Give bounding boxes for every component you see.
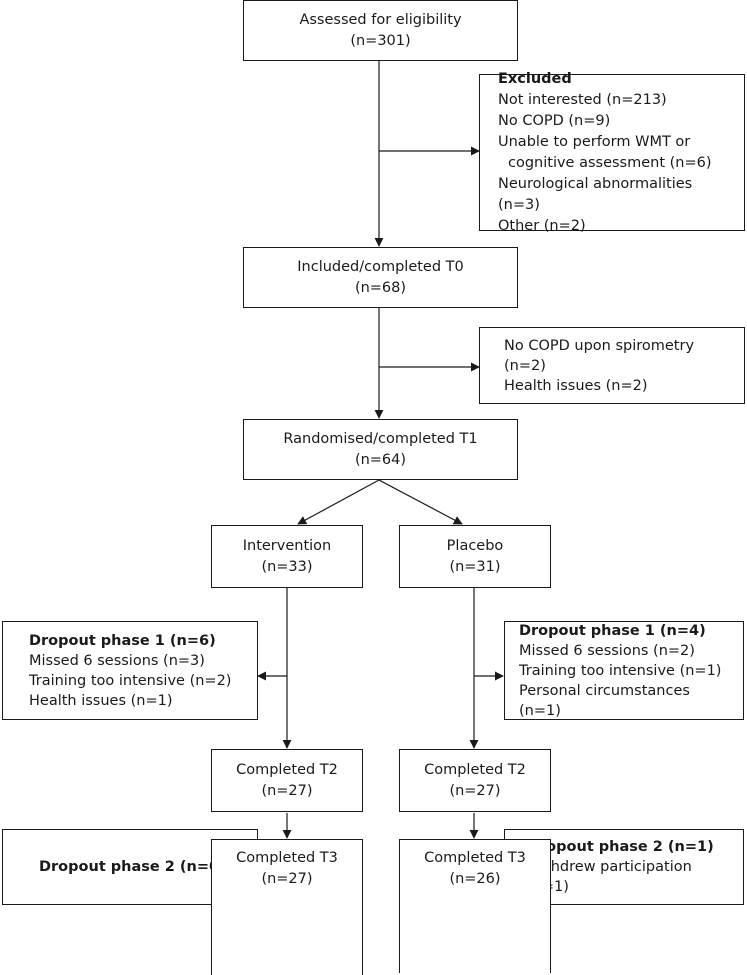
- arrow-to-intervention: [297, 479, 380, 525]
- t2-plc-title: Completed T2: [424, 761, 526, 778]
- placebo-count: (n=31): [449, 558, 501, 575]
- intervention-title: Intervention: [242, 537, 332, 554]
- t2-placebo-box: Completed T2 (n=27): [399, 749, 551, 812]
- included-box: Included/completed T0 (n=68): [243, 247, 518, 308]
- placebo-title: Placebo: [446, 537, 504, 554]
- t3-plc-title: Completed T3: [424, 850, 526, 866]
- intervention-count: (n=33): [261, 558, 313, 575]
- dropout1-intervention-box: Dropout phase 1 (n=6) Missed 6 sessions …: [2, 621, 258, 720]
- t3-int-count: (n=27): [261, 871, 313, 887]
- dropout2-int-title: Dropout phase 2 (n=0): [39, 859, 226, 875]
- dropout1-placebo-box: Dropout phase 1 (n=4) Missed 6 sessions …: [504, 621, 744, 720]
- dropout1-plc-item: Personal circumstances (n=1): [519, 682, 690, 719]
- randomised-title: Randomised/completed T1: [283, 430, 478, 447]
- included-count: (n=68): [354, 279, 407, 296]
- dropout1-int-item: Training too intensive (n=2): [29, 672, 232, 689]
- excluded-item: Other (n=2): [498, 217, 586, 234]
- randomised-count: (n=64): [354, 451, 407, 468]
- dropout1-int-item: Health issues (n=1): [29, 692, 173, 709]
- t3-plc-final: Completed T3 (n=26): [399, 839, 551, 973]
- assessed-title: Assessed for eligibility: [299, 11, 462, 28]
- t3-plc-count: (n=26): [449, 871, 501, 887]
- t2-intervention-box: Completed T2 (n=27): [211, 749, 363, 812]
- excluded-item: Not interested (n=213): [498, 91, 667, 108]
- t2-plc-count: (n=27): [449, 782, 501, 799]
- excluded-item: No COPD (n=9): [498, 112, 611, 129]
- dropout2-plc-title: Dropout phase 2 (n=1): [527, 839, 714, 855]
- randomised-box: Randomised/completed T1 (n=64): [243, 419, 518, 480]
- assessed-count: (n=301): [350, 32, 411, 49]
- intervention-box: Intervention (n=33): [211, 525, 363, 588]
- excluded2-item: No COPD upon spirometry (n=2): [504, 337, 695, 374]
- dropout1-int-item: Missed 6 sessions (n=3): [29, 652, 205, 669]
- dropout1-int-title: Dropout phase 1 (n=6): [29, 632, 216, 649]
- assessed-box: Assessed for eligibility (n=301): [243, 0, 518, 61]
- excluded2-box: No COPD upon spirometry (n=2) Health iss…: [479, 327, 745, 404]
- dropout1-plc-item: Training too intensive (n=1): [519, 662, 722, 679]
- excluded-item: Unable to perform WMT or: [498, 133, 691, 150]
- t2-int-title: Completed T2: [236, 761, 338, 778]
- t2-int-count: (n=27): [261, 782, 313, 799]
- excluded-box: Excluded Not interested (n=213) No COPD …: [479, 71, 745, 234]
- included-title: Included/completed T0: [297, 258, 464, 275]
- dropout1-plc-title: Dropout phase 1 (n=4): [519, 622, 706, 639]
- t3-int-title: Completed T3: [236, 850, 338, 866]
- excluded-title: Excluded: [498, 70, 572, 87]
- excluded-item: cognitive assessment (n=6): [508, 154, 712, 171]
- arrow-to-placebo: [378, 479, 463, 525]
- excluded-item: Neurological abnormalities (n=3): [498, 175, 693, 213]
- dropout1-plc-item: Missed 6 sessions (n=2): [519, 642, 695, 659]
- dropout2-plc-item: Withdrew participation (n=1): [527, 859, 692, 895]
- placebo-box: Placebo (n=31): [399, 525, 551, 588]
- t3-int-final: Completed T3 (n=27): [211, 839, 363, 973]
- excluded2-item: Health issues (n=2): [504, 377, 648, 394]
